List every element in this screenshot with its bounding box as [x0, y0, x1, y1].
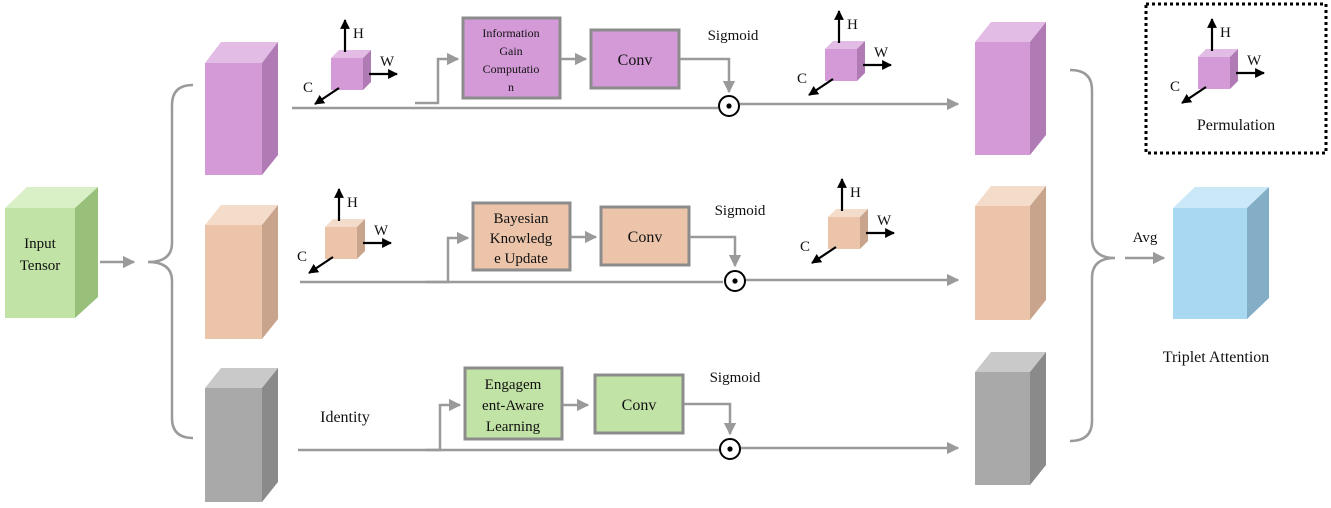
- merge-brace: [1069, 68, 1116, 443]
- w-axis-label: W: [374, 223, 389, 239]
- input-tensor-side: [75, 187, 98, 318]
- branch-bottom-tensor: [205, 368, 278, 502]
- top-module-line4: n: [508, 80, 514, 94]
- top-module: Information Gain Computatio n: [461, 16, 562, 100]
- identity-label: Identity: [320, 409, 370, 426]
- top-multiply-node: [718, 95, 740, 117]
- top-conv-box: [589, 28, 681, 90]
- branch-middle-tensor: [205, 205, 278, 339]
- middle-conv-label: Conv: [628, 229, 663, 246]
- c-axis-arrow: [314, 87, 340, 105]
- bottom-module: Engagem ent-Aware Learning: [463, 366, 564, 441]
- top-module-line2: Gain: [499, 44, 522, 58]
- bottom-multiply-node: [719, 438, 741, 460]
- cube-top-left-icon: HW C: [303, 19, 398, 105]
- top-feed-line: [415, 52, 460, 105]
- c-axis-label: C: [1170, 79, 1180, 95]
- c-axis-label: C: [297, 249, 307, 265]
- w-axis-label: W: [1247, 53, 1262, 69]
- w-axis-label: W: [877, 213, 892, 229]
- bottom-sigmoid-label: Sigmoid: [710, 370, 761, 386]
- bottom-conv-label: Conv: [622, 397, 657, 414]
- middle-conv-to-mult: [690, 235, 742, 268]
- top-module-line1: Information: [482, 26, 539, 40]
- legend-box: [1144, 2, 1328, 155]
- bayesian-update-box: [471, 201, 572, 272]
- right-top-tensor: [975, 22, 1046, 155]
- middle-module: Bayesian Knowledg e Update: [471, 201, 572, 272]
- input-tensor-top: [5, 187, 98, 208]
- c-axis-arrow: [808, 78, 834, 96]
- right-bottom-tensor: [975, 352, 1046, 485]
- c-axis-label: C: [800, 239, 810, 255]
- bottom-feed-line: [426, 398, 462, 452]
- cube-top-right-icon: HW C: [797, 10, 892, 96]
- cube-middle-left-icon: HW C: [297, 188, 392, 274]
- bottom-conv: Conv: [593, 373, 685, 435]
- cube-middle-right-icon: HW C: [800, 178, 895, 264]
- w-axis-label: W: [380, 54, 395, 70]
- top-conv-to-mult: [680, 57, 736, 94]
- bottom-module-line2: ent-Aware: [482, 398, 544, 414]
- middle-conv-box: [599, 205, 691, 267]
- right-middle-tensor: [975, 186, 1046, 320]
- middle-module-line1: Bayesian: [494, 211, 549, 227]
- bottom-conv-box: [593, 373, 685, 435]
- avg-label: Avg: [1133, 230, 1158, 246]
- top-conv-label: Conv: [618, 52, 653, 69]
- top-module-line3: Computatio: [483, 62, 540, 76]
- engagement-learning-box: [463, 366, 564, 441]
- bottom-module-line3: Learning: [486, 419, 541, 435]
- middle-conv: Conv: [599, 205, 691, 267]
- middle-module-line2: Knowledg: [490, 231, 553, 247]
- middle-module-line3: e Update: [494, 251, 548, 267]
- h-axis-label: H: [353, 26, 364, 42]
- c-axis-arrow: [811, 246, 837, 264]
- c-axis-arrow: [1181, 86, 1207, 104]
- top-sigmoid-label: Sigmoid: [708, 28, 759, 44]
- c-axis-label: C: [797, 71, 807, 87]
- c-axis-label: C: [303, 80, 313, 96]
- bottom-module-line1: Engagem: [485, 377, 542, 393]
- c-axis-arrow: [308, 256, 334, 274]
- w-axis-label: W: [874, 45, 889, 61]
- input-label-line2: Tensor: [20, 258, 61, 274]
- middle-multiply-node: [724, 270, 746, 292]
- middle-feed-line: [426, 231, 470, 284]
- information-gain-box: [461, 16, 562, 100]
- input-label-line1: Input: [24, 236, 56, 252]
- h-axis-label: H: [347, 195, 358, 211]
- top-conv: Conv: [589, 28, 681, 90]
- branch-top-tensor: [205, 42, 278, 175]
- split-brace: [147, 83, 194, 440]
- input-tensor-block: Input Tensor: [5, 187, 98, 318]
- output-tensor: [1173, 187, 1269, 319]
- h-axis-label: H: [1220, 25, 1231, 41]
- cube-legend-icon: HW C: [1170, 18, 1265, 104]
- legend-caption: Permulation: [1197, 117, 1275, 134]
- h-axis-label: H: [847, 17, 858, 33]
- output-label: Triplet Attention: [1163, 349, 1270, 366]
- bottom-conv-to-mult: [684, 402, 737, 436]
- middle-sigmoid-label: Sigmoid: [715, 203, 766, 219]
- input-tensor-front: [5, 208, 75, 318]
- h-axis-label: H: [850, 185, 861, 201]
